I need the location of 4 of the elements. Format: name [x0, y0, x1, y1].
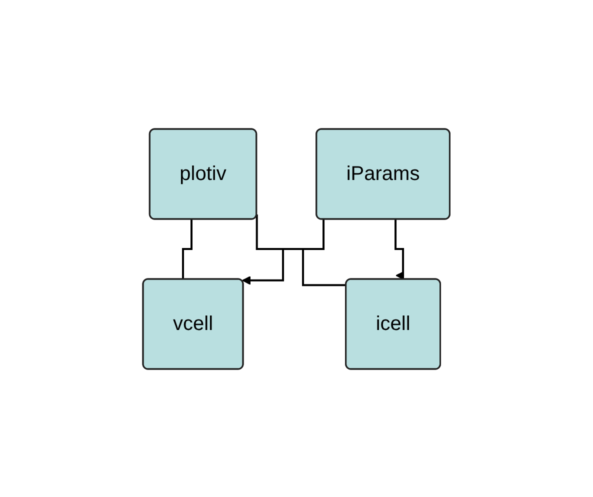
connector	[256, 214, 346, 286]
arrow	[242, 219, 325, 284]
arrow	[394, 219, 405, 280]
connector	[182, 219, 193, 280]
